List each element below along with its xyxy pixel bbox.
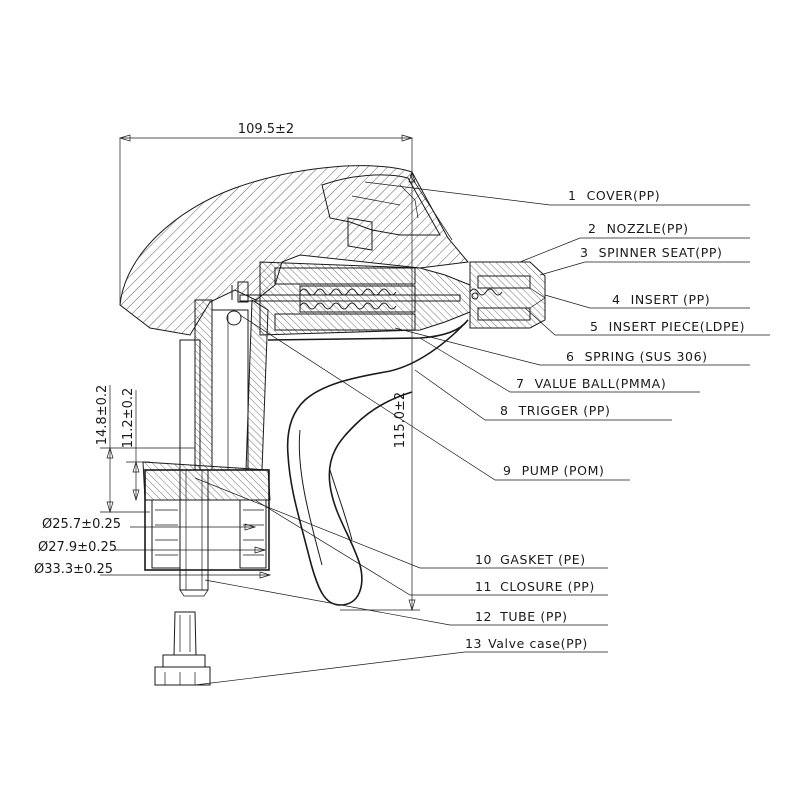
valve-case	[154, 611, 211, 686]
dim-14-8: 14.8±0.2	[95, 385, 110, 446]
dim-11-2: 11.2±0.2	[121, 388, 136, 449]
cover-shroud	[119, 165, 469, 336]
dim-dia-33-3: Ø33.3±0.25	[34, 562, 113, 577]
spring	[299, 288, 397, 310]
dim-dia-25-7: Ø25.7±0.25	[42, 517, 121, 532]
leader-lines	[194, 181, 770, 686]
trigger	[267, 319, 469, 606]
dim-dia-27-9: Ø27.9±0.25	[38, 540, 117, 555]
nozzle	[469, 261, 546, 329]
dim-width: 109.5±2	[238, 122, 294, 137]
closure	[142, 461, 271, 571]
spinner-body	[239, 261, 471, 336]
dip-tube	[179, 469, 209, 597]
pump-body	[179, 281, 269, 471]
dimension-lines	[100, 134, 420, 612]
dim-height: 115.0±2	[393, 392, 408, 448]
